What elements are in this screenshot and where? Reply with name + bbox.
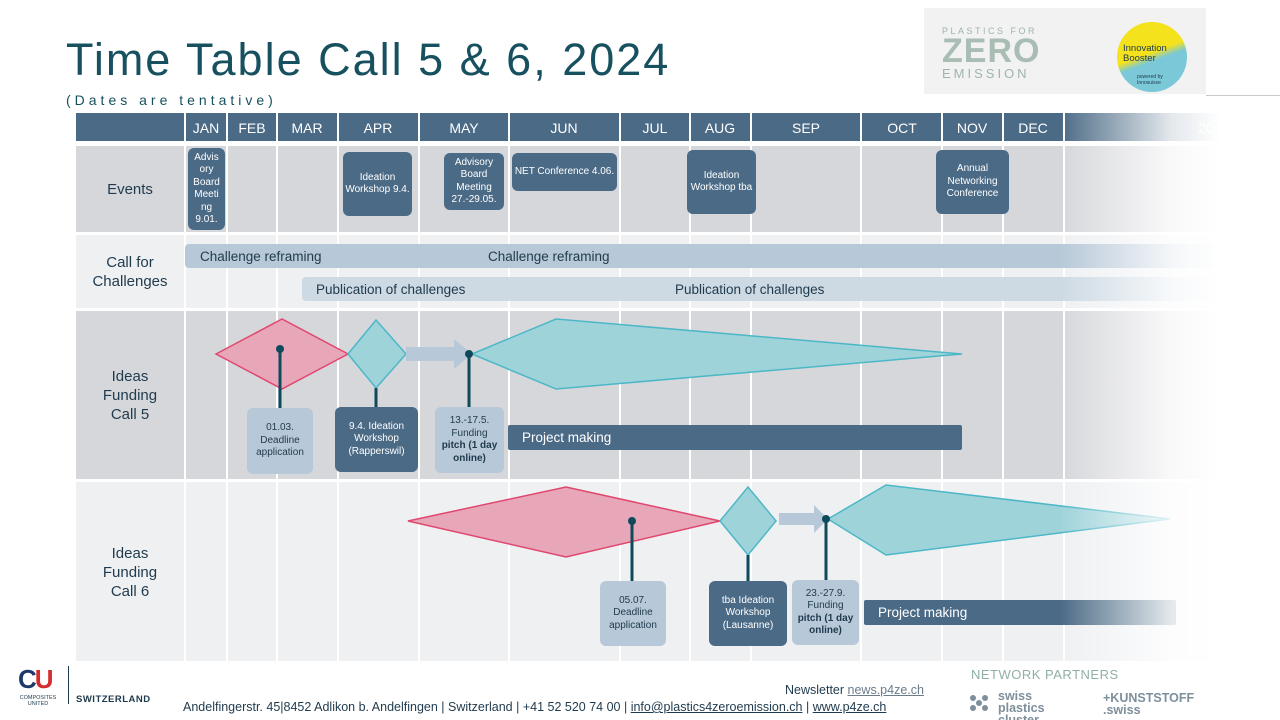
publication-label-1: Publication of challenges [316, 281, 466, 297]
innovation-booster-logo: Innovation Booster powered by Innosuisse [1117, 22, 1187, 92]
call6-ideation-diamond [719, 485, 777, 557]
call6-deadline-box: 05.07. Deadline application [600, 581, 666, 646]
cluster-icon [970, 695, 988, 711]
month-jun: JUN [550, 120, 577, 136]
network-partners-label: NETWORK PARTNERS [971, 667, 1119, 682]
call5-project-shape [470, 318, 963, 390]
row-label-call5: Ideas Funding Call 5 [102, 368, 158, 423]
timetable-grid: JAN FEB MAR APR MAY JUN JUL AUG SEP OCT … [76, 113, 1220, 661]
call5-markers [278, 349, 471, 409]
month-sep: SEP [792, 120, 820, 136]
row-label-events: Events [107, 181, 153, 198]
newsletter-link[interactable]: news.p4ze.ch [847, 683, 924, 697]
call6-arrow [779, 505, 828, 533]
call6-markers [630, 519, 828, 583]
row-label-challenges: Call for Challenges [92, 254, 168, 290]
challenge-reframing-label-1: Challenge reframing [200, 248, 322, 264]
footer-address: Andelfingerstr. 45|8452 Adlikon b. Andel… [183, 700, 887, 714]
divider [1206, 95, 1280, 96]
row-label-call6: Ideas Funding Call 6 [102, 545, 158, 600]
month-apr: APR [364, 120, 393, 136]
month-oct: OCT [887, 120, 917, 136]
month-feb: FEB [238, 120, 265, 136]
cu-mark: CU [18, 664, 54, 694]
website-link[interactable]: www.p4ze.ch [812, 700, 887, 714]
call5-deadline-box: 01.03. Deadline application [247, 408, 313, 474]
footer-logo-divider [68, 666, 69, 704]
month-jul: JUL [643, 120, 668, 136]
event-ideation-workshop-apr: Ideation Workshop 9.4. [343, 152, 412, 216]
email-link[interactable]: info@plastics4zeroemission.ch [630, 700, 803, 714]
challenge-reframing-bar [185, 244, 1220, 268]
composites-united-logo: CU COMPOSITES UNITED [18, 664, 57, 707]
call6-ideation-box: tba Ideation Workshop (Lausanne) [709, 581, 787, 646]
month-jan: JAN [193, 120, 219, 136]
event-ideation-workshop-aug: Ideation Workshop tba [687, 150, 756, 214]
month-aug: AUG [705, 120, 735, 136]
event-net-conference: NET Conference 4.06. [512, 153, 617, 191]
month-may: MAY [449, 120, 479, 136]
kunststoff-swiss-logo: +KUNSTSTOFF .swiss [1103, 691, 1195, 717]
month-dec: DEC [1018, 120, 1048, 136]
event-advisory-board-jan: Advis ory Board Meeti ng 9.01. [188, 148, 225, 230]
challenge-reframing-label-2: Challenge reframing [488, 248, 610, 264]
event-networking-conference: Annual Networking Conference [936, 150, 1009, 214]
page-title: Time Table Call 5 & 6, 2024 [66, 34, 671, 85]
cu-country-label: SWITZERLAND [76, 694, 151, 705]
plastics-for-zero-emission-logo: PLASTICS FOR ZERO EMISSION [942, 26, 1041, 81]
event-advisory-board-may: Advisory Board Meeting 27.-29.05. [444, 153, 504, 210]
call5-project-making-bar: Project making [508, 425, 962, 450]
month-next-year: 20 [1198, 120, 1214, 136]
newsletter: Newsletter news.p4ze.ch [785, 683, 924, 697]
month-header-bar [76, 113, 1220, 141]
page-subtitle: (Dates are tentative) [66, 92, 277, 108]
call5-arrow [406, 339, 472, 369]
call6-project-making-bar: Project making [864, 600, 1176, 625]
publication-label-2: Publication of challenges [675, 281, 825, 297]
logo-panel: PLASTICS FOR ZERO EMISSION Innovation Bo… [924, 8, 1206, 94]
month-mar: MAR [291, 120, 322, 136]
call5-ideation-box: 9.4. Ideation Workshop (Rapperswil) [335, 407, 418, 472]
events-row-band [76, 146, 1220, 232]
publication-bar [302, 277, 1220, 301]
month-nov: NOV [957, 120, 988, 136]
